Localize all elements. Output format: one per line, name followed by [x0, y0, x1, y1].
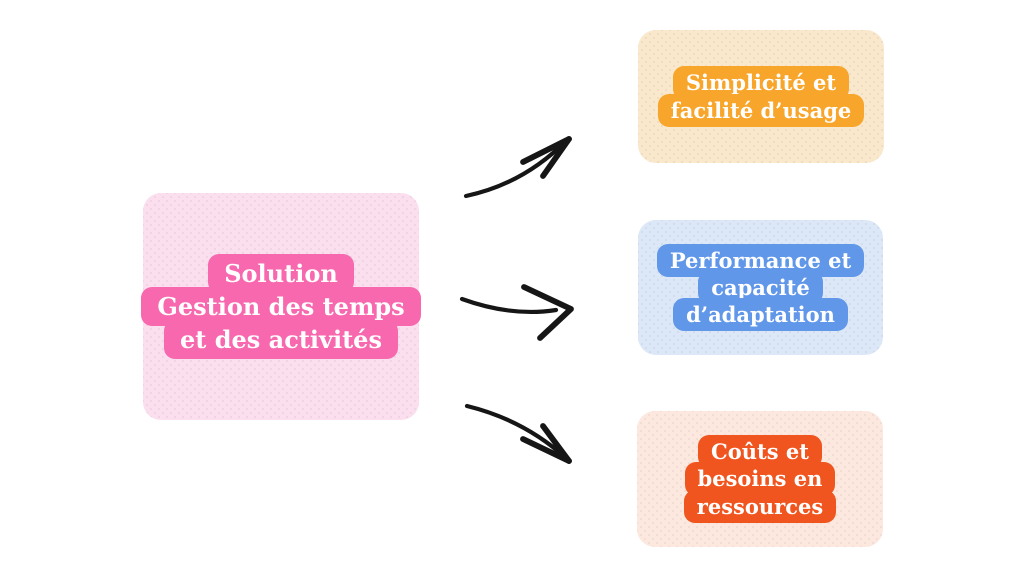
node-couts[interactable]: Coûts et besoins en ressources — [637, 411, 883, 547]
label-line: facilité d’usage — [657, 93, 865, 127]
node-couts-label: Coûts et besoins en ressources — [683, 435, 837, 523]
arrow-to-couts — [464, 403, 572, 464]
node-simplicite[interactable]: Simplicité et facilité d’usage — [638, 30, 884, 163]
label-line: Performance et — [656, 243, 865, 277]
label-line: Solution — [208, 253, 354, 293]
node-solution[interactable]: Solution Gestion des temps et des activi… — [141, 193, 421, 420]
arrow-to-simplicite — [463, 136, 572, 199]
label-line: Gestion des temps — [141, 286, 421, 327]
node-simplicite-label: Simplicité et facilité d’usage — [657, 66, 865, 127]
node-performance[interactable]: Performance et capacité d’adaptation — [638, 220, 883, 355]
node-performance-label: Performance et capacité d’adaptation — [656, 243, 865, 332]
label-line: d’adaptation — [673, 298, 848, 332]
label-line: ressources — [683, 489, 837, 523]
label-line: et des activités — [164, 320, 398, 360]
arrow-to-performance — [459, 284, 574, 341]
node-solution-label: Solution Gestion des temps et des activi… — [141, 253, 421, 360]
